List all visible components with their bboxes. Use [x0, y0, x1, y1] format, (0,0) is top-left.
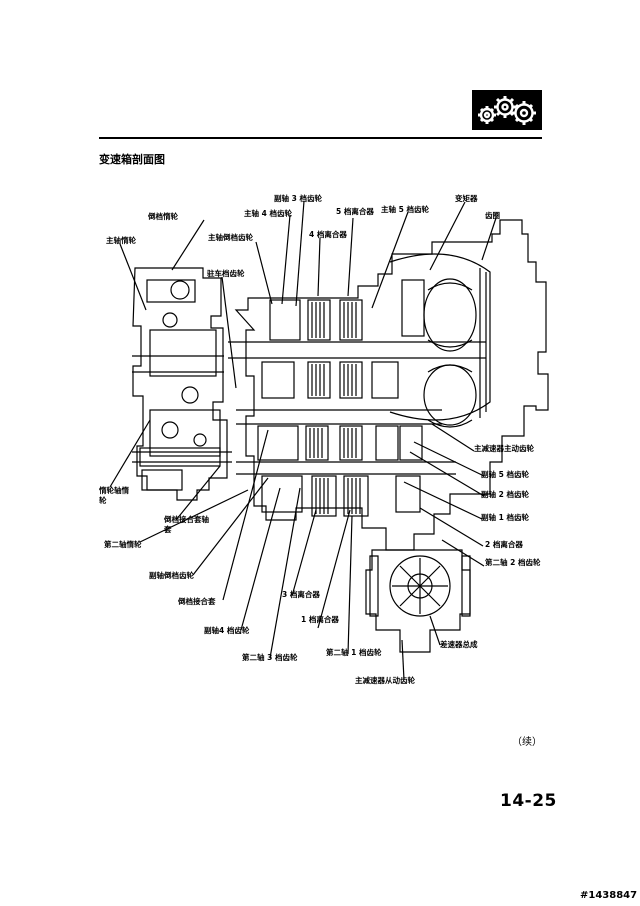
label-secondary-shaft-3rd-gear: 第二轴 3 档齿轮 — [242, 653, 298, 662]
gears-icon — [472, 90, 542, 130]
label-mainshaft-5th-gear: 主轴 5 档齿轮 — [381, 205, 429, 214]
label-final-drive-gear: 主减速器主动齿轮 — [474, 444, 534, 453]
label-reverse-selector-hub: 倒档接合套轴套 — [164, 515, 209, 534]
label-differential-assembly: 差速器总成 — [440, 640, 478, 649]
label-2nd-clutch: 2 档离合器 — [485, 540, 523, 549]
label-5th-clutch: 5 档离合器 — [336, 207, 374, 216]
label-countershaft-reverse-gear: 副轴倒档齿轮 — [149, 571, 194, 580]
label-countershaft-3rd-gear: 副轴 3 档齿轮 — [274, 194, 322, 203]
label-4th-clutch: 4 档离合器 — [309, 230, 347, 239]
label-3rd-clutch: 3 档离合器 — [282, 590, 320, 599]
watermark-stamp: #1438847 — [580, 890, 638, 901]
label-park-gear: 驻车档齿轮 — [207, 269, 245, 278]
label-mainshaft-idler-gear: 主轴惰轮 — [106, 236, 136, 245]
label-final-driven-gear: 主减速器从动齿轮 — [355, 676, 415, 685]
label-countershaft-5th-gear: 副轴 5 档齿轮 — [481, 470, 529, 479]
section-title: 变速箱剖面图 — [99, 153, 165, 166]
label-countershaft-2nd-gear: 副轴 2 档齿轮 — [481, 490, 529, 499]
label-secondary-shaft-idler-gear: 第二轴惰轮 — [104, 540, 142, 549]
label-reverse-selector: 倒档接合套 — [178, 597, 216, 606]
page-number: 14-25 — [500, 791, 557, 811]
continued-note: （续） — [512, 737, 542, 748]
label-secondary-shaft-2nd-gear: 第二轴 2 档齿轮 — [485, 558, 541, 567]
label-countershaft-1st-gear: 副轴 1 档齿轮 — [481, 513, 529, 522]
label-countershaft-4th-gear: 副轴4 档齿轮 — [204, 626, 250, 635]
label-mainshaft-reverse-gear: 主轴倒档齿轮 — [208, 233, 253, 242]
label-1st-clutch: 1 档离合器 — [301, 615, 339, 624]
label-ring-gear: 齿圈 — [485, 211, 500, 220]
label-idler-gear-shaft: 惰轮轴惰轮 — [99, 486, 129, 505]
label-torque-converter: 变矩器 — [455, 194, 478, 203]
label-mainshaft-4th-gear: 主轴 4 档齿轮 — [244, 209, 292, 218]
label-reverse-idler-gear: 倒档惰轮 — [148, 212, 178, 221]
label-secondary-shaft-1st-gear: 第二轴 1 档齿轮 — [326, 648, 382, 657]
header-rule — [99, 137, 542, 139]
